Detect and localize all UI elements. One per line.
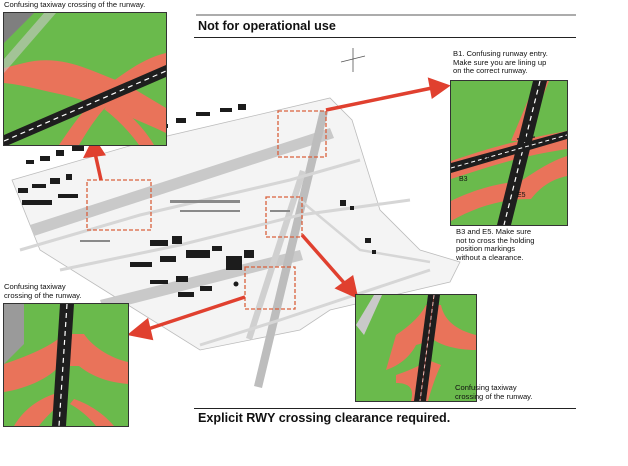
callout-top-right: B1. Confusing runway entry. Make sure yo… bbox=[453, 49, 548, 76]
inset-top-right: B1 B3 E5 bbox=[450, 80, 568, 226]
header-divider bbox=[194, 37, 576, 38]
callout-top-left: Confusing taxiway crossing of the runway… bbox=[4, 0, 146, 9]
runway-south bbox=[100, 250, 303, 311]
label-b1: B1 bbox=[481, 156, 490, 163]
callout-left: Confusing taxiway crossing of the runway… bbox=[4, 282, 82, 300]
label-b3: B3 bbox=[459, 176, 468, 183]
callout-mid-right: B3 and E5. Make sure not to cross the ho… bbox=[456, 227, 535, 262]
callout-arrows bbox=[82, 77, 451, 341]
inset-top-left bbox=[3, 12, 167, 146]
page-title: Not for operational use bbox=[198, 19, 336, 33]
terminal-buildings bbox=[18, 104, 376, 297]
apron-markings bbox=[80, 200, 290, 242]
runway-cross bbox=[254, 110, 328, 388]
footer-divider bbox=[194, 408, 576, 409]
inset-bottom-right bbox=[355, 294, 477, 402]
runway-parallel bbox=[246, 170, 306, 340]
callout-bottom-right: Confusing taxiway crossing of the runway… bbox=[455, 383, 533, 401]
footer-title: Explicit RWY crossing clearance required… bbox=[198, 411, 451, 425]
inset-left bbox=[3, 303, 129, 427]
rwy-marking-icon bbox=[516, 128, 536, 150]
label-e5: E5 bbox=[517, 192, 526, 199]
runway-north bbox=[30, 128, 334, 236]
highlight-boxes bbox=[86, 110, 327, 310]
compass-icon bbox=[340, 48, 366, 72]
